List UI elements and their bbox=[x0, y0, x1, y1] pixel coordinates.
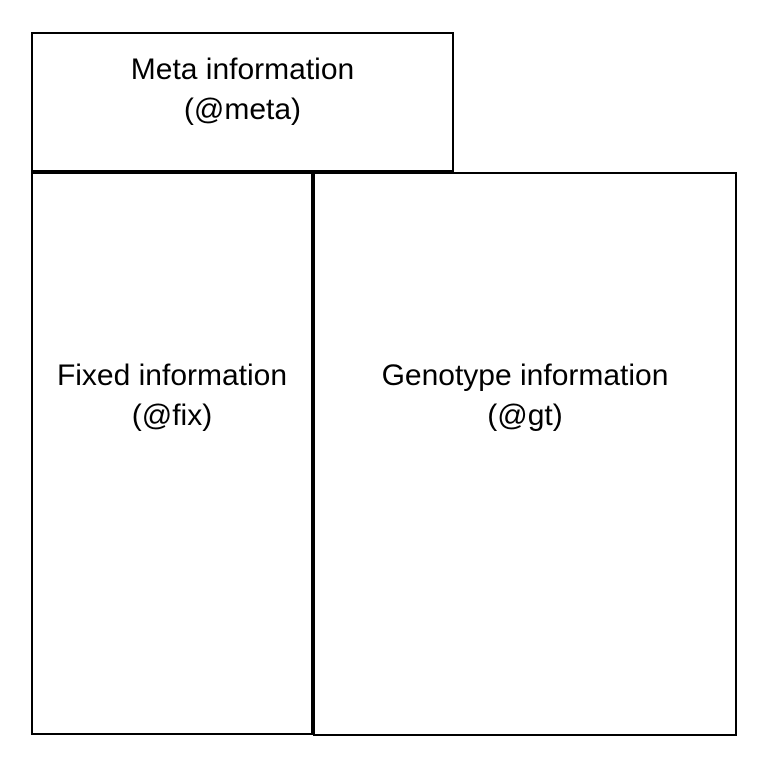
meta-box-slot: (@meta) bbox=[183, 93, 302, 126]
meta-information-box: Meta information (@meta) bbox=[31, 32, 454, 172]
gt-box-slot: (@gt) bbox=[487, 399, 563, 432]
fix-box-slot: (@fix) bbox=[131, 399, 213, 432]
gt-box-label: Genotype information (@gt) bbox=[315, 356, 735, 436]
meta-box-title: Meta information bbox=[130, 53, 355, 86]
meta-box-label: Meta information (@meta) bbox=[33, 50, 452, 130]
fixed-information-box: Fixed information (@fix) bbox=[31, 172, 313, 735]
gt-box-title: Genotype information bbox=[381, 359, 669, 392]
fix-box-title: Fixed information bbox=[56, 359, 288, 392]
genotype-information-box: Genotype information (@gt) bbox=[313, 172, 737, 736]
fix-box-label: Fixed information (@fix) bbox=[33, 356, 311, 436]
